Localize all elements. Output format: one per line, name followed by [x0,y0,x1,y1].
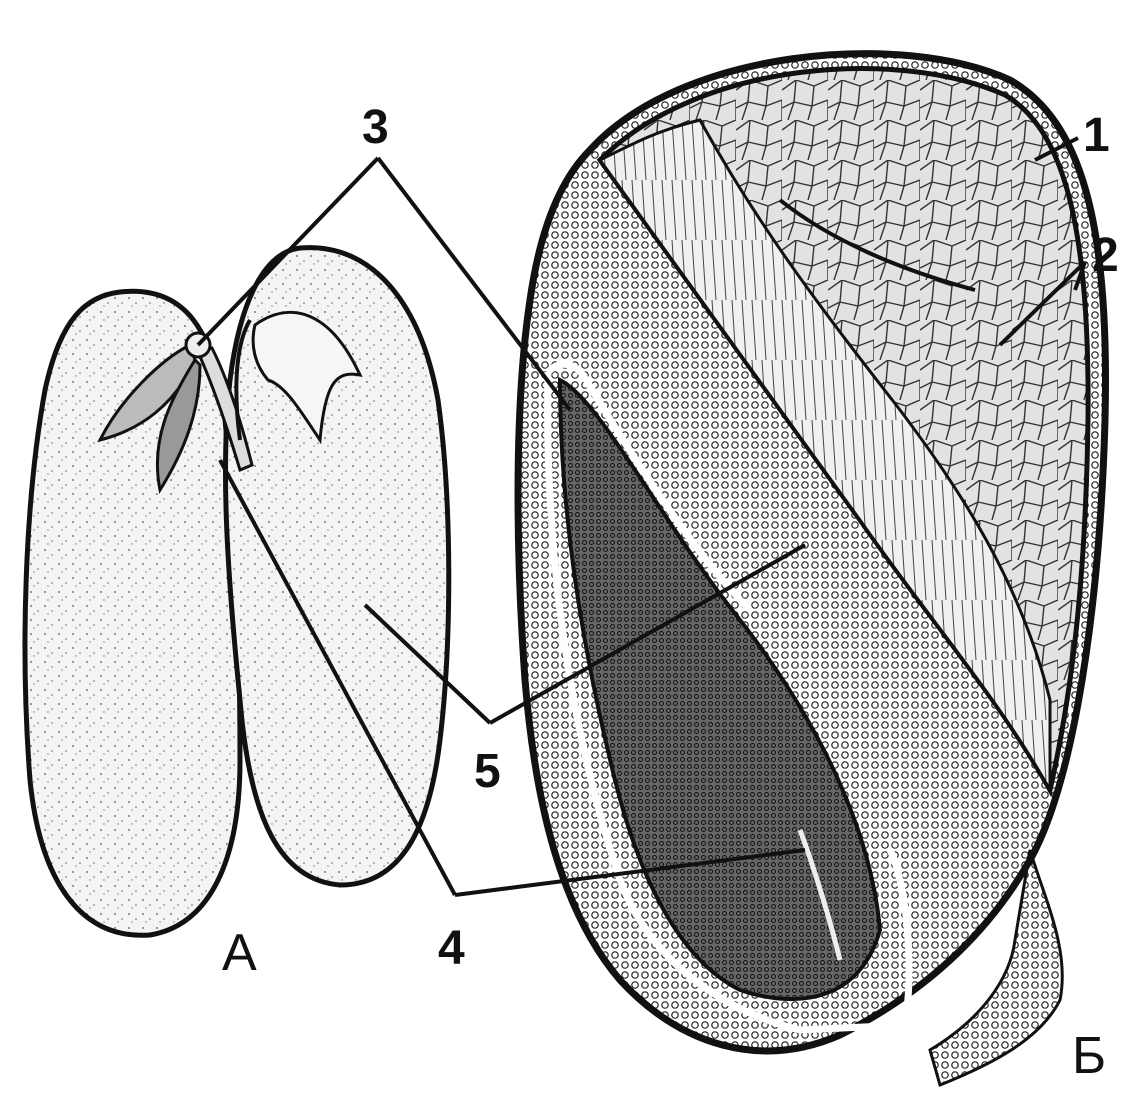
seed-section-panel-b [518,54,1106,1085]
label-5: 5 [474,748,501,796]
panel-label-b: Б [1072,1030,1106,1082]
label-1: 1 [1083,112,1110,160]
label-2: 2 [1092,232,1119,280]
label-4: 4 [438,925,465,973]
panel-label-a: А [222,927,257,979]
embryo-panel-a [25,248,449,936]
label-3: 3 [362,104,389,152]
left-cotyledon [25,291,240,935]
